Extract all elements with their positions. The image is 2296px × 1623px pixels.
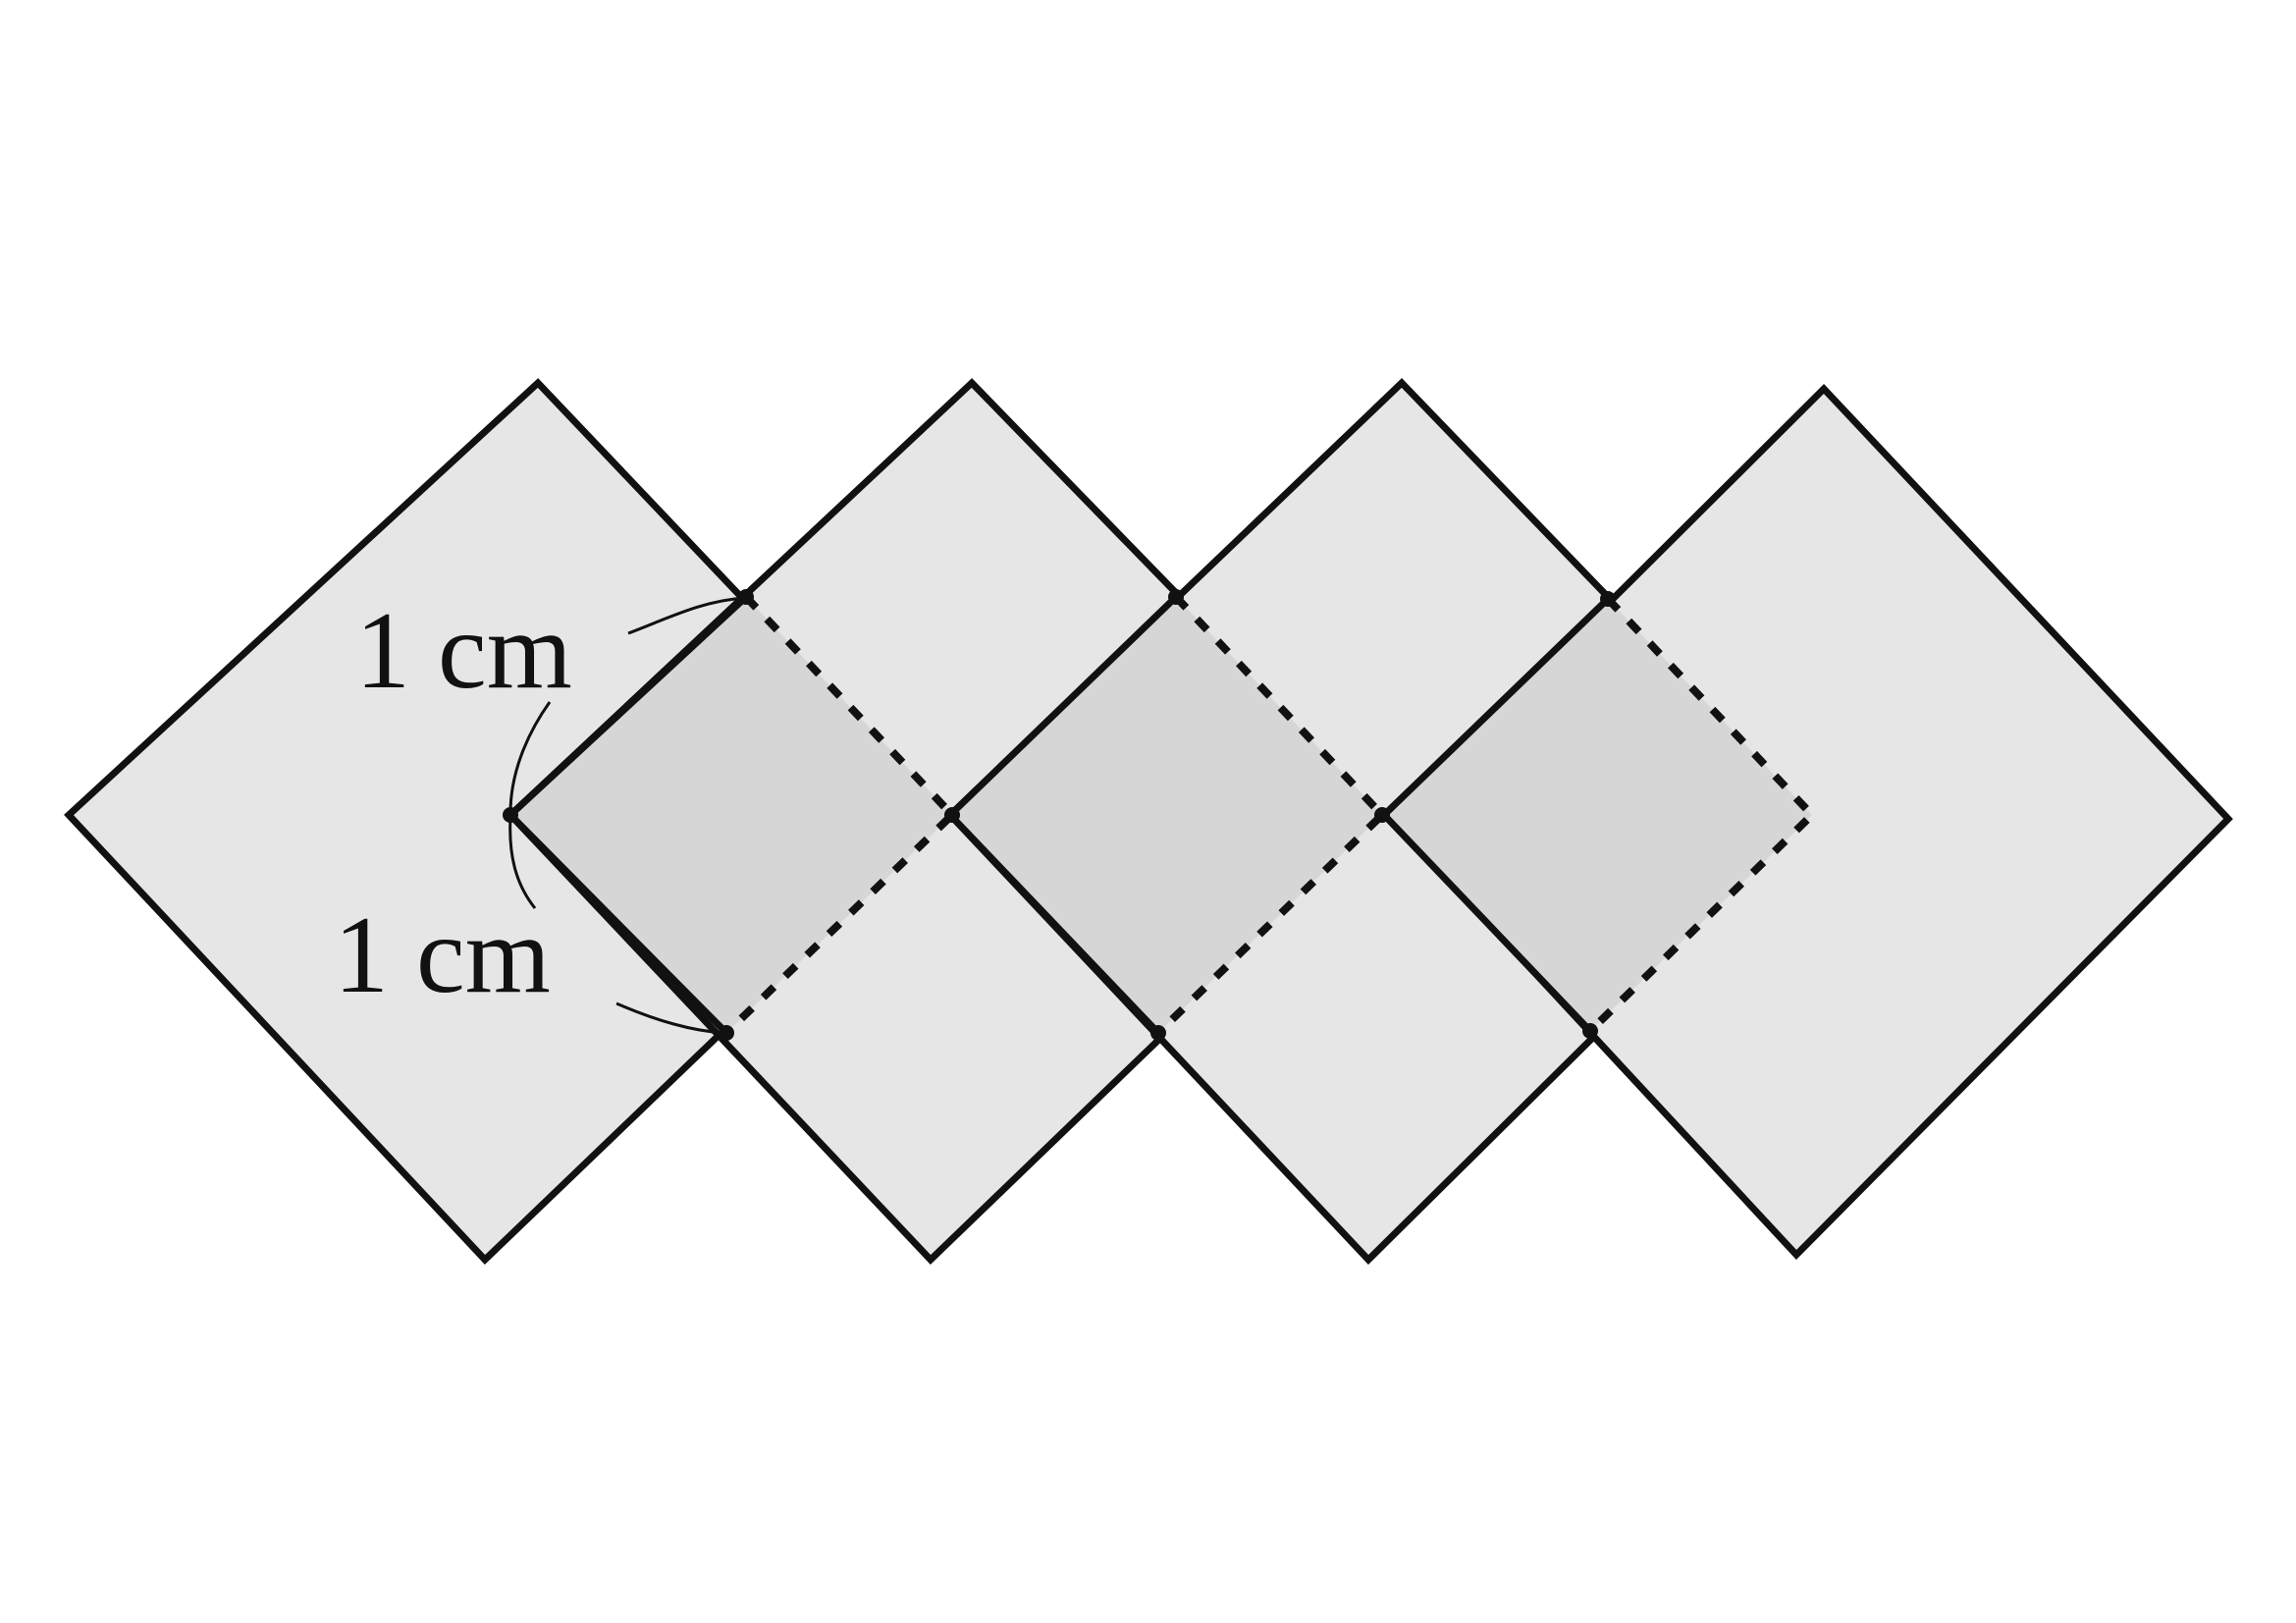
vertex-dot [1582, 1023, 1598, 1039]
upper-dimension-label: 1 cm [355, 590, 572, 712]
vertex-dot [1374, 807, 1390, 823]
vertex-dot [738, 589, 754, 605]
hidden-edges-overlap-1 [723, 594, 958, 1036]
vertex-dot [719, 1025, 734, 1041]
upper-dimension-leader-bottom [508, 701, 552, 814]
vertex-dot [944, 807, 960, 823]
vertex-dot [1150, 1025, 1166, 1041]
hidden-edges-overlap-2 [1155, 594, 1388, 1036]
hidden-edges-overlap-3 [1587, 596, 1818, 1034]
lower-dimension-label: 1 cm [334, 894, 551, 1016]
upper-dimension-leader-top [627, 596, 745, 635]
vertex-dot [1168, 589, 1184, 605]
lower-dimension-leader-bottom [615, 1001, 725, 1035]
vertex-dot [1600, 591, 1616, 607]
vertex-dot [503, 807, 518, 823]
lower-dimension-leader-top [508, 816, 537, 909]
